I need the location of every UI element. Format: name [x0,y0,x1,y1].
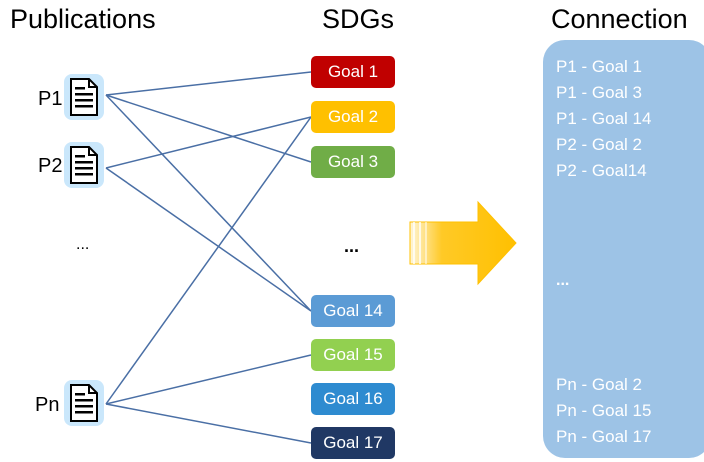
sdgs-heading: SDGs [322,4,395,34]
publication-label-p1: P1 [38,88,63,110]
connection-item: P2 - Goal14 [556,161,647,180]
goals-ellipsis: ... [344,236,360,256]
connection-item: P1 - Goal 3 [556,83,642,102]
connection-heading: Connection [551,4,688,34]
right-arrow-icon [409,200,517,286]
connection-panel [543,40,704,458]
goal-box-15: Goal 15 [311,339,395,371]
connection-item: Pn - Goal 17 [556,427,652,446]
connection-item: P1 - Goal 1 [556,57,642,76]
goal-box-3: Goal 3 [311,146,395,178]
document-icon-p2 [64,142,104,188]
connection-item: Pn - Goal 15 [556,401,652,420]
link-line-p2-goal2 [105,116,312,169]
link-line-p1-goal3 [105,94,312,163]
connection-item: Pn - Goal 2 [556,375,642,394]
link-line-pn-goal2 [105,116,312,405]
goal-box-1: Goal 1 [311,56,395,88]
publications-heading: Publications [10,4,156,34]
publications-ellipsis: ... [76,236,90,253]
document-icon-p1 [64,74,104,120]
link-line-pn-goal15 [105,354,312,405]
link-line-p2-goal14 [105,167,312,312]
publication-label-p2: P2 [38,155,63,177]
connection-item: P1 - Goal 14 [556,109,652,128]
goal-box-16: Goal 16 [311,383,395,415]
link-line-p1-goal1 [105,71,312,96]
connection-item: P2 - Goal 2 [556,135,642,154]
link-line-p1-goal14 [105,94,312,312]
link-line-pn-goal17 [105,403,312,444]
document-icon-pn [64,380,104,426]
goal-box-17: Goal 17 [311,427,395,459]
publication-label-pn: Pn [35,394,60,416]
goal-box-14: Goal 14 [311,295,395,327]
goal-box-2: Goal 2 [311,101,395,133]
connection-ellipsis: ... [556,272,570,289]
